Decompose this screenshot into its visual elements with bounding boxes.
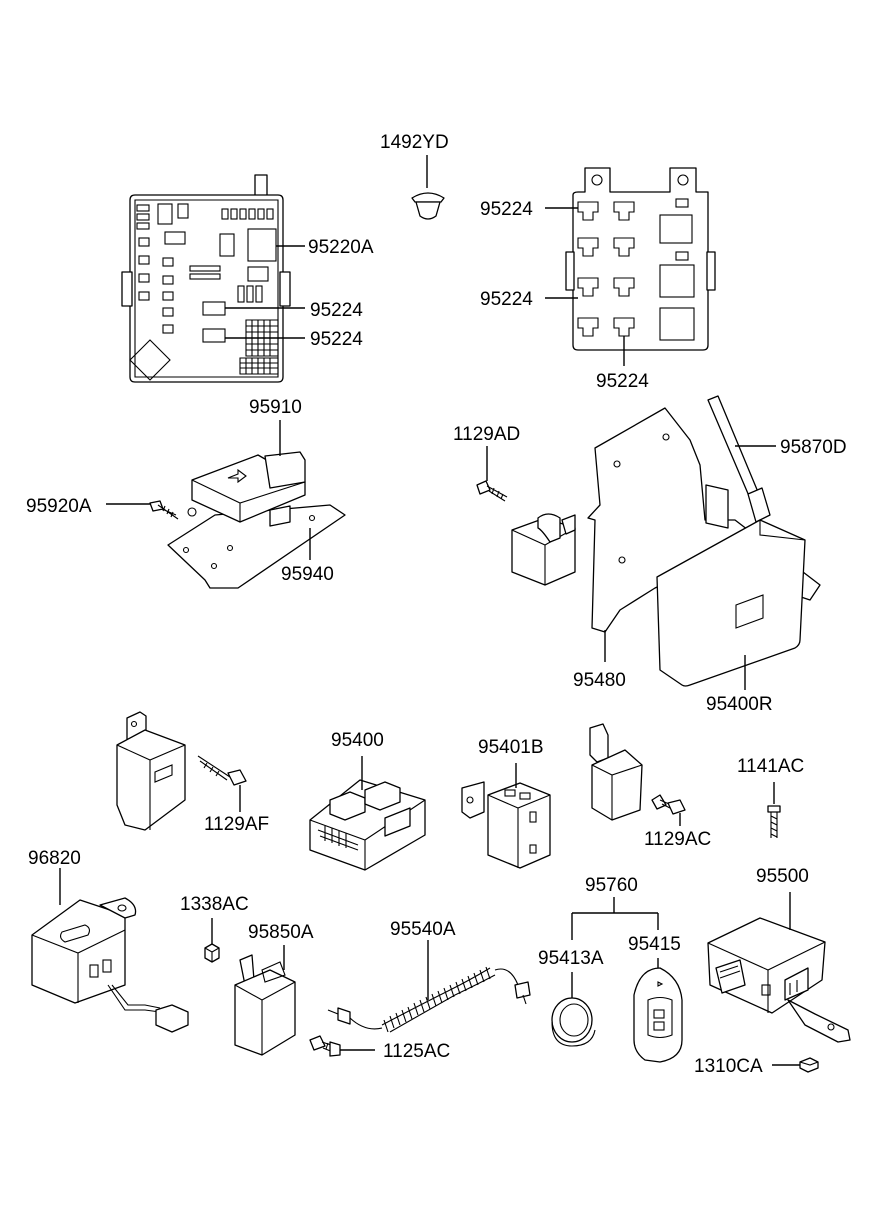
label-1141AC: 1141AC [737, 756, 804, 777]
label-95224-b: 95224 [310, 300, 363, 321]
label-95870D: 95870D [780, 437, 847, 458]
relay-1129AD [511, 513, 576, 586]
label-95224-a: 95224 [480, 199, 533, 220]
bolt-1129AF [197, 755, 247, 786]
label-95400R: 95400R [706, 694, 773, 715]
clip-1492YD [411, 192, 445, 220]
label-95415: 95415 [628, 934, 681, 955]
label-95480: 95480 [573, 670, 626, 691]
label-95760: 95760 [585, 875, 638, 896]
antenna-95870D [707, 395, 771, 523]
label-95413A: 95413A [538, 948, 604, 969]
label-96820: 96820 [28, 848, 81, 869]
bolt-95920A [149, 500, 179, 520]
nut-1338AC [204, 943, 220, 963]
label-95500: 95500 [756, 866, 809, 887]
transmitter-95415 [633, 967, 683, 1063]
module-95400R [656, 519, 806, 687]
bolt-1125AC [309, 1035, 341, 1057]
label-95220A: 95220A [308, 237, 374, 258]
module-95910 [167, 451, 346, 589]
label-1129AD: 1129AD [453, 424, 520, 445]
relay-95850A [234, 954, 296, 1056]
label-95400: 95400 [331, 730, 384, 751]
label-1129AC: 1129AC [644, 829, 711, 850]
junction-box-95220A [121, 174, 291, 383]
label-95224-c: 95224 [310, 329, 363, 350]
ring-95413A [551, 997, 596, 1047]
bolt-1129AC [651, 794, 686, 815]
bolt-1141AC [767, 805, 781, 838]
label-95224-d: 95224 [480, 289, 533, 310]
module-95500 [707, 917, 851, 1043]
relay-1129AF [116, 711, 186, 831]
label-1129AF: 1129AF [204, 814, 269, 835]
label-1125AC: 1125AC [383, 1041, 450, 1062]
label-95940: 95940 [281, 564, 334, 585]
label-1310CA: 1310CA [694, 1056, 763, 1077]
relay-1129AC [589, 723, 643, 821]
label-95920A: 95920A [26, 496, 92, 517]
label-95540A: 95540A [390, 919, 456, 940]
label-95850A: 95850A [248, 922, 314, 943]
cable-95540A [327, 966, 531, 1033]
relay-box-95224 [565, 167, 716, 351]
relay-95401B [461, 781, 551, 869]
label-95224-e: 95224 [596, 371, 649, 392]
label-1338AC: 1338AC [180, 894, 249, 915]
nut-1310CA [799, 1057, 819, 1073]
connector-95400 [309, 779, 426, 871]
label-95401B: 95401B [478, 737, 544, 758]
label-95910: 95910 [249, 397, 302, 418]
module-96820 [31, 897, 189, 1033]
label-1492YD: 1492YD [380, 132, 449, 153]
bolt-1129AD [476, 480, 508, 502]
bracket-95760 [571, 897, 659, 940]
